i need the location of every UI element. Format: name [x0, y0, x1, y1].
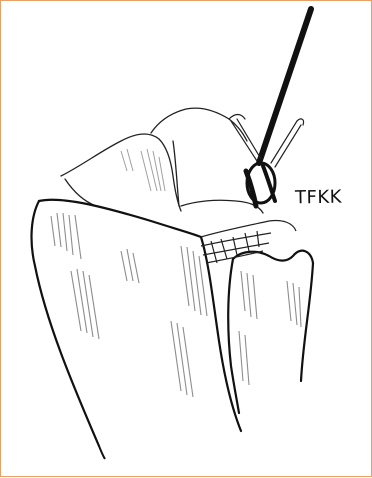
tfcc-label: TFKK [295, 187, 342, 209]
